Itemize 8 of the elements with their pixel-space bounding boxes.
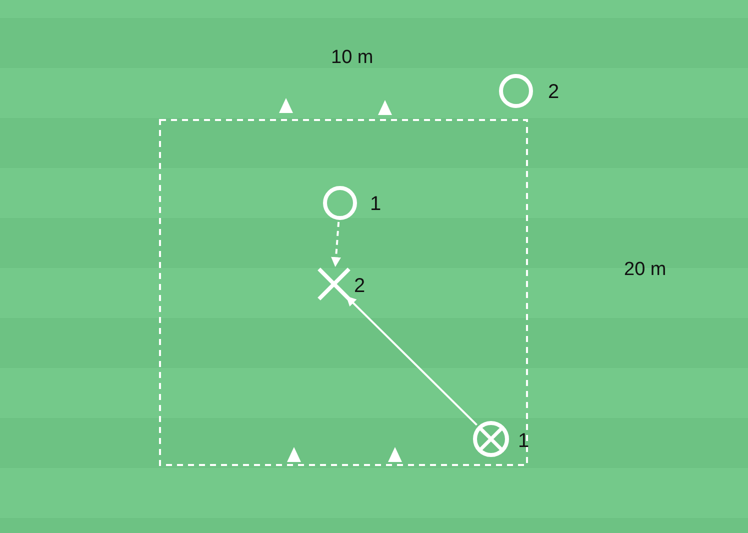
dimension-label: 10 m <box>331 48 374 67</box>
dimension-label: 20 m <box>624 260 666 279</box>
dashed-arrow <box>331 222 341 268</box>
player-number: 1 <box>518 431 530 451</box>
player-number: 2 <box>354 276 366 296</box>
arrow <box>346 296 478 426</box>
player-number: 1 <box>370 194 382 214</box>
player-number: 2 <box>548 82 560 102</box>
